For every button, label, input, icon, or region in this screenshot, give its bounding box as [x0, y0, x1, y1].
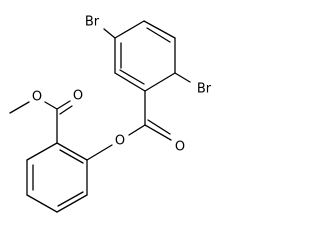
atom-label-o-carbonyl-methyl: O — [73, 89, 83, 104]
atom-label-o-ester-methyl: O — [32, 90, 42, 105]
dibromophenyl-ring — [114, 20, 176, 92]
atom-label-br-right: Br — [197, 82, 212, 97]
atom-label-o-phenyl-ester: O — [115, 134, 125, 149]
chemical-structure: Br Br O O O O — [9, 15, 212, 213]
phenyl-ring — [26, 142, 88, 213]
bromine-bonds — [103, 28, 191, 83]
benzoate-ester-group — [86, 90, 172, 161]
atom-label-br-top: Br — [85, 15, 100, 30]
atom-label-o-carbonyl-benzoyl: O — [175, 140, 185, 155]
methyl-ester-group — [9, 100, 73, 144]
